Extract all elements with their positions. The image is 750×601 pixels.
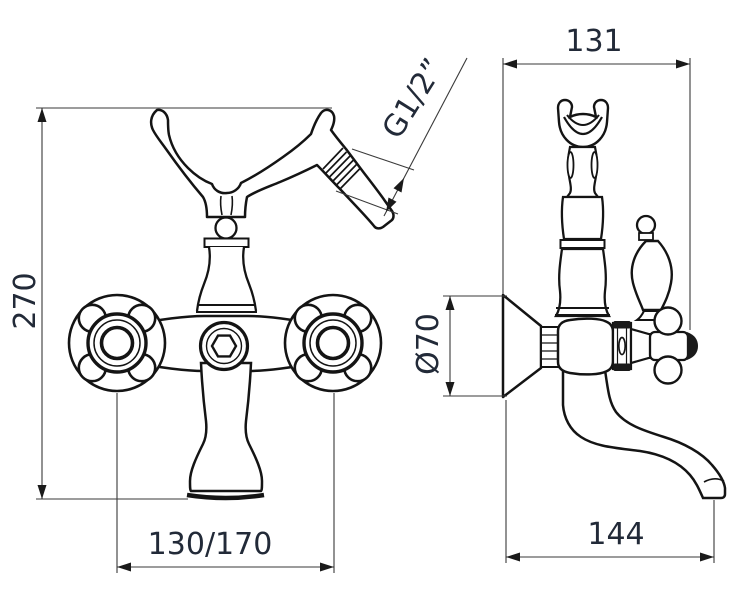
- collar-band: [203, 237, 250, 248]
- side-cross-handle: [611, 306, 698, 385]
- dim-label-escutcheon-diameter: Ø70: [411, 313, 446, 375]
- spout-outlet-rim: [186, 492, 265, 501]
- dim-144-lines: [505, 400, 715, 563]
- spout-side: [561, 368, 727, 500]
- spout-front: [186, 361, 265, 501]
- dim-131-lines: [502, 58, 691, 330]
- lever-handle-side: [630, 214, 673, 321]
- body-barrel: [556, 317, 615, 376]
- side-view: [501, 98, 727, 500]
- fork-side: [554, 98, 611, 318]
- dim-o70-lines: [443, 295, 507, 397]
- shower-hook-fork: [149, 108, 395, 321]
- dim-label-top-width: 131: [565, 24, 623, 59]
- dim-130-170-lines: [116, 393, 335, 573]
- dim-g12-lines: [335, 57, 468, 217]
- diverter-knob: [214, 216, 238, 240]
- wall-escutcheon: [501, 293, 560, 399]
- dimension-graphics: [36, 57, 715, 573]
- front-view: [67, 108, 395, 501]
- dim-label-handle-spacing: 130/170: [147, 527, 273, 562]
- hex-nut: [210, 334, 238, 358]
- left-cross-handle: [67, 293, 167, 393]
- dim-270-lines: [36, 107, 332, 500]
- right-cross-handle: [283, 293, 383, 393]
- dim-label-height: 270: [8, 272, 43, 330]
- handle-front-cap: [687, 332, 698, 360]
- center-hex-boss: [198, 320, 250, 372]
- dim-label-spout-reach: 144: [587, 517, 645, 552]
- hose-thread-hatching: [322, 147, 362, 190]
